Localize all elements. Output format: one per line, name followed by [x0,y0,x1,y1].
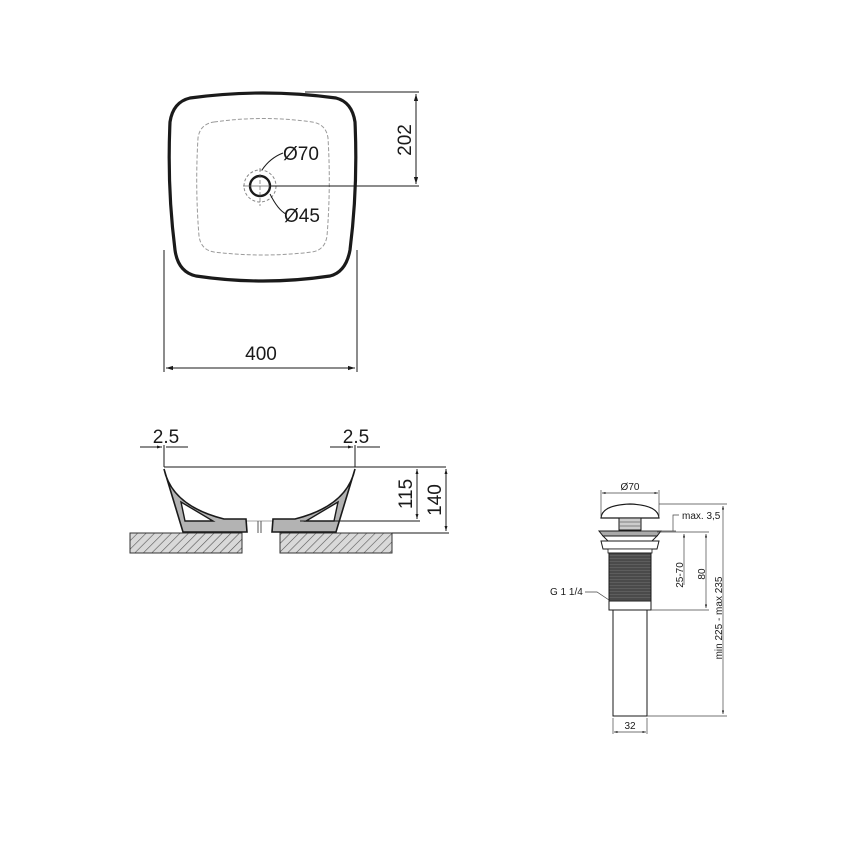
drain-pipe [612,609,648,717]
inner-depth-label: 115 [396,479,417,509]
drain-cap [600,503,660,519]
total-length-label: min 225 - max 235 [714,576,725,659]
width-label: 400 [245,344,277,365]
outer-drain-label: Ø70 [283,144,319,165]
countertop-left [129,532,243,554]
bowl-inner-dashed [196,118,330,256]
left-rim-label: 2.5 [153,427,179,448]
drain-view: Ø70 max. 3,5 25-70 80 min 225 - max 235 … [550,482,727,734]
side-view: 2.5 2.5 115 140 [129,427,449,554]
threaded-body [608,552,652,602]
basin-section-left [163,468,248,533]
total-height-label: 140 [425,484,446,516]
basin-section-right [271,468,356,533]
inner-drain-label: Ø45 [284,206,320,227]
countertop-right [279,532,393,554]
pipe-diameter-label: 32 [624,721,636,732]
cap-gap-label: max. 3,5 [682,511,721,522]
depth-to-drain-label: 202 [395,124,416,156]
thread-length-label: 80 [697,568,708,580]
basin-outline [167,91,358,283]
top-view: Ø70 Ø45 202 400 [163,91,419,372]
cap-diameter-label: Ø70 [621,482,640,493]
clamp-range-label: 25-70 [675,562,686,588]
thread-label: G 1 1/4 [550,587,583,598]
right-rim-label: 2.5 [343,427,369,448]
